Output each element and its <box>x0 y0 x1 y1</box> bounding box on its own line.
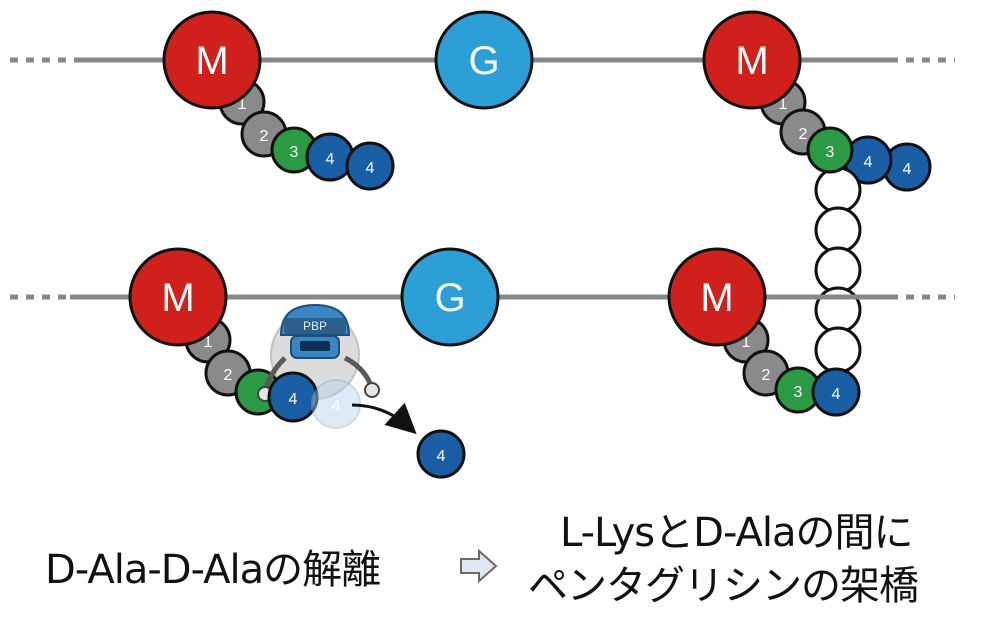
svg-text:M: M <box>161 276 194 320</box>
svg-text:3: 3 <box>290 144 299 161</box>
svg-text:2: 2 <box>260 128 269 145</box>
amino-acid-3-crosslinked: 3 <box>806 126 854 174</box>
caption-cleavage: D-Ala-D-Alaの解離 <box>45 547 381 593</box>
pentaglycine-bridge <box>814 166 862 374</box>
svg-text:4: 4 <box>289 391 298 408</box>
svg-text:G: G <box>434 276 465 320</box>
glcnac-node: G <box>400 247 500 347</box>
amino-acid-4: 4 <box>811 367 861 417</box>
amino-acid-3: 3 <box>774 366 822 414</box>
murnac-node: M <box>667 247 767 347</box>
bottom-strand: 1 2 PBP 4 <box>10 247 955 479</box>
amino-acid-4-bound: 4 <box>267 371 319 423</box>
pbp-label: PBP <box>303 319 327 333</box>
murnac-node: M <box>128 247 228 347</box>
amino-acid-4a: 4 <box>305 132 355 182</box>
glycine-1 <box>814 166 862 214</box>
svg-text:1: 1 <box>204 334 213 351</box>
amino-acid-4b: 4 <box>345 141 395 191</box>
glycine-5 <box>814 326 862 374</box>
svg-text:3: 3 <box>826 144 835 161</box>
murnac-node: M <box>162 10 262 110</box>
svg-text:G: G <box>468 39 499 83</box>
glycine-2 <box>814 206 862 254</box>
svg-text:1: 1 <box>238 96 247 113</box>
glcnac-node: G <box>434 10 534 110</box>
svg-text:4: 4 <box>332 398 341 415</box>
svg-text:M: M <box>700 276 733 320</box>
murnac-node: M <box>702 10 802 110</box>
release-arrow <box>351 402 417 435</box>
svg-text:2: 2 <box>762 367 771 384</box>
glycine-3 <box>814 246 862 294</box>
released-d-ala: 4 <box>416 429 466 479</box>
svg-text:4: 4 <box>326 151 335 168</box>
svg-text:2: 2 <box>799 126 808 143</box>
right-arrow-icon <box>460 548 498 584</box>
svg-text:4: 4 <box>903 161 912 178</box>
amino-acid-4a: 4 <box>843 135 893 185</box>
svg-text:2: 2 <box>224 367 233 384</box>
svg-text:M: M <box>735 39 768 83</box>
peptide-stem-bottom-right: 1 2 3 4 <box>722 316 861 417</box>
svg-text:4: 4 <box>437 448 446 465</box>
svg-text:4: 4 <box>832 386 841 403</box>
top-strand: 1 2 3 4 4 M G <box>10 10 955 374</box>
svg-text:1: 1 <box>742 334 751 351</box>
peptide-stem-top-right: 1 2 4 4 <box>759 78 932 192</box>
svg-text:1: 1 <box>779 96 788 113</box>
caption-crosslink-line2: ペンタグリシンの架橋 <box>528 563 919 609</box>
caption-crosslink-line1: L-LysとD-Alaの間に <box>560 510 913 556</box>
peptide-stem-top-left: 1 2 3 4 4 <box>218 78 395 191</box>
svg-text:3: 3 <box>794 384 803 401</box>
svg-text:4: 4 <box>864 154 873 171</box>
svg-text:M: M <box>195 39 228 83</box>
svg-text:4: 4 <box>366 160 375 177</box>
